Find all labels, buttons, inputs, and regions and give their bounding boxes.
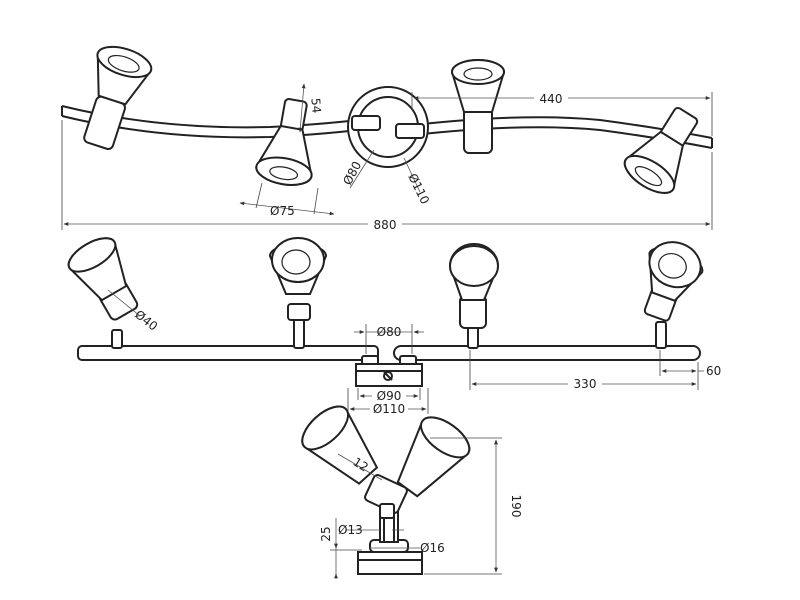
shade-diameter-label: Ø75: [270, 204, 295, 218]
width-label: 880: [374, 218, 397, 232]
stem-diameter-label: Ø13: [338, 523, 363, 537]
dimension-base-110: Ø110: [347, 388, 429, 416]
shade-depth-label: 54: [308, 97, 323, 113]
dimension-stem-13: Ø13: [338, 523, 404, 537]
spotlight-top-4: [623, 106, 699, 194]
spotlight-front-1: [67, 237, 139, 349]
dimension-width-880: 880: [61, 120, 713, 232]
front-bar: [77, 345, 701, 361]
joint-diameter-label: Ø40: [132, 307, 160, 333]
dimension-half-440: 440: [411, 91, 713, 136]
spotlight-front-4: [643, 241, 704, 349]
plate-diameter-label: Ø80: [377, 325, 402, 339]
half-width-label: 440: [540, 92, 563, 106]
dimension-height-190: 190: [424, 437, 523, 575]
side-shade-left: [301, 405, 379, 485]
arm-length-label: 330: [574, 377, 597, 391]
cap-diameter-label: Ø90: [377, 389, 402, 403]
base-height-label: 25: [319, 526, 333, 541]
dimension-shade-54: 54: [298, 83, 324, 133]
dimension-shade-75: Ø75: [239, 182, 335, 218]
dimension-plate-80: Ø80: [354, 324, 424, 354]
dimension-knuckle-12: 12: [337, 453, 383, 481]
front-view: Ø40 Ø80 Ø90 Ø110: [67, 237, 721, 416]
knuckle-label: 12: [350, 455, 370, 475]
dimension-nut-16: Ø16: [370, 541, 445, 555]
height-label: 190: [509, 495, 523, 518]
end-offset-label: 60: [706, 364, 721, 378]
base-inner-diameter-label: Ø80: [340, 159, 364, 187]
dimension-cap-90: Ø90: [357, 388, 421, 403]
side-shade-right: [396, 416, 471, 498]
side-joints: [364, 474, 408, 519]
spotlight-front-2: [268, 237, 328, 349]
spotlight-front-3: [448, 243, 500, 349]
dimension-base-25: 25: [319, 518, 362, 579]
front-base: [355, 355, 423, 387]
base-outer-diameter-label: Ø110: [405, 171, 432, 206]
spotlight-top-3: [450, 59, 506, 154]
nut-diameter-label: Ø16: [420, 541, 445, 555]
top-view: 880 440 Ø75 54 Ø80 Ø110: [61, 45, 713, 232]
base-plate-top: [347, 86, 429, 168]
dimension-end-60: 60: [659, 350, 721, 378]
spotlight-top-1: [83, 45, 153, 150]
dimension-arm-330: 330: [469, 350, 699, 391]
side-view: 190 12 25 Ø13 Ø16: [301, 405, 523, 579]
base-diameter-label: Ø110: [373, 402, 405, 416]
